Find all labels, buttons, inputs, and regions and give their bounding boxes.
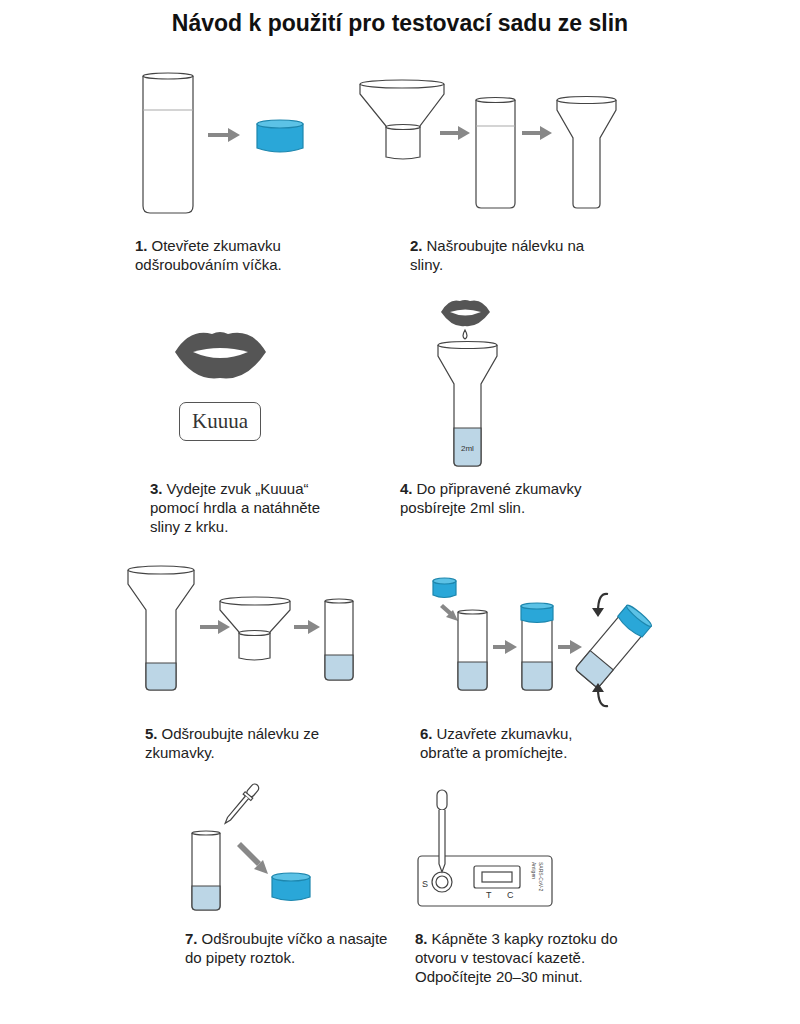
arrow <box>208 128 240 142</box>
arrow <box>294 620 320 634</box>
drop <box>463 330 467 339</box>
sample-well-mark: S <box>422 880 428 889</box>
cap <box>272 873 310 901</box>
tilted-tube <box>574 603 653 689</box>
arrow <box>440 604 458 621</box>
test-cassette <box>418 856 552 906</box>
rotate-arrows <box>592 594 608 706</box>
arrow <box>200 620 230 634</box>
step-number: 1. <box>135 237 148 254</box>
funnel-tube <box>438 342 497 467</box>
step-text: Vydejte zvuk „Kuuua“ pomocí hrdla a natá… <box>150 480 320 535</box>
step-text: Otevřete zkumavku odšroubováním víčka. <box>135 237 282 273</box>
cassette-print: Antigen <box>531 862 536 879</box>
test-line-mark: T <box>486 891 492 900</box>
cap <box>433 578 456 598</box>
page-title: Návod k použití pro testovací sadu ze sl… <box>172 10 628 37</box>
control-line-mark: C <box>507 891 514 900</box>
step-text: Uzavřete zkumavku, obraťte a promíchejte… <box>420 725 572 761</box>
step-caption: 8.Kápněte 3 kapky roztoku do otvoru v te… <box>415 929 640 986</box>
step-number: 5. <box>145 725 158 742</box>
volume-mark: 2ml <box>461 445 474 453</box>
step-caption: 1.Otevřete zkumavku odšroubováním víčka. <box>135 236 315 274</box>
tube <box>476 98 515 209</box>
pipette <box>221 782 261 827</box>
step-caption: 3.Vydejte zvuk „Kuuua“ pomocí hrdla a na… <box>150 479 350 536</box>
arrow <box>440 126 470 140</box>
step-number: 2. <box>410 237 423 254</box>
step-text: Do připravené zkumavky posbírejte 2ml sl… <box>400 480 582 516</box>
tube <box>192 831 220 910</box>
sound-text: Kuuua <box>192 409 248 434</box>
dropper <box>437 790 447 872</box>
arrow <box>522 126 552 140</box>
step-text: Kápněte 3 kapky roztoku do otvoru v test… <box>415 930 617 985</box>
step-text: Odšroubujte víčko a nasajte do pipety ro… <box>185 930 387 966</box>
tube <box>143 73 193 213</box>
step-number: 6. <box>420 725 433 742</box>
cassette-print: SARS-CoV-2 <box>538 862 543 891</box>
funnel <box>220 597 290 660</box>
arrow <box>558 640 582 654</box>
step-caption: 5.Odšroubujte nálevku ze zkumavky. <box>145 724 325 762</box>
arrow <box>237 842 268 874</box>
lips <box>441 300 490 326</box>
tube <box>458 610 487 690</box>
funnel <box>360 80 444 159</box>
tube <box>325 599 353 680</box>
step-text: Odšroubujte nálevku ze zkumavky. <box>145 725 319 761</box>
step-number: 4. <box>400 480 413 497</box>
step-caption: 4.Do připravené zkumavky posbírejte 2ml … <box>400 479 610 517</box>
step-caption: 7.Odšroubujte víčko a nasajte do pipety … <box>185 929 390 967</box>
arrow <box>493 640 517 654</box>
step-number: 7. <box>185 930 198 947</box>
closed-tube <box>521 603 553 690</box>
funnel-tube <box>128 566 194 690</box>
step-text: Našroubujte nálevku na sliny. <box>410 237 584 273</box>
cap <box>257 120 303 152</box>
lips <box>175 332 266 378</box>
step-number: 8. <box>415 930 428 947</box>
step-caption: 2.Našroubujte nálevku na sliny. <box>410 236 590 274</box>
sound-box: Kuuua <box>179 402 261 441</box>
step-number: 3. <box>150 480 163 497</box>
funnel-tube <box>557 97 616 209</box>
step-caption: 6.Uzavřete zkumavku, obraťte a promíchej… <box>420 724 605 762</box>
